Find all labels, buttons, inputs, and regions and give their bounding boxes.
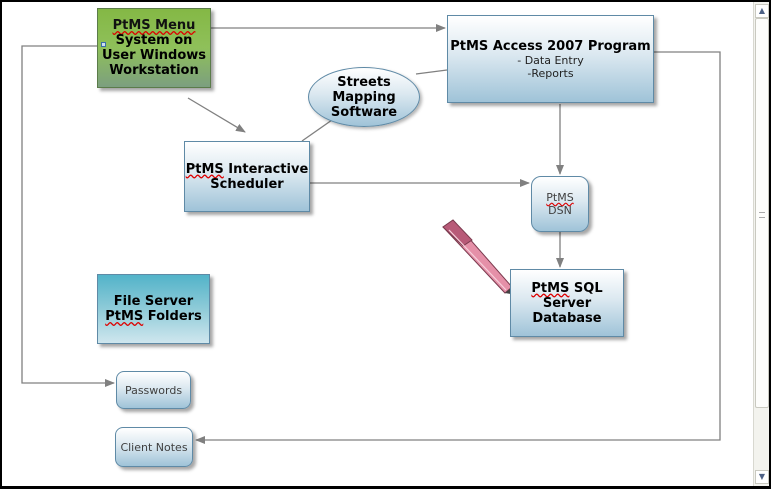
streets-mapping-ellipse[interactable]: Streets Mapping Software: [308, 67, 420, 127]
file-server-box[interactable]: File Server PtMS Folders: [97, 274, 210, 344]
menu-system-line-3: User Windows: [101, 48, 207, 63]
connector-access-clientnotes: [195, 51, 721, 444]
menu-system-line-2: System on: [115, 33, 193, 48]
scheduler-line-2: Scheduler: [210, 176, 284, 192]
passwords-label: Passwords: [124, 383, 183, 397]
menu-system-line-1: PtMS Menu: [112, 18, 196, 33]
streets-line-2: Mapping: [332, 89, 396, 105]
access-program-sub-2: -Reports: [527, 66, 574, 80]
scroll-grip: [759, 212, 765, 218]
passwords-box[interactable]: Passwords: [116, 371, 191, 409]
dsn-line-1: PtMS: [546, 191, 574, 204]
access-program-box[interactable]: PtMS Access 2007 Program - Data Entry -R…: [447, 15, 654, 103]
scheduler-line-1: PtMS Interactive: [185, 161, 309, 177]
file-server-line-2: PtMS Folders: [105, 309, 202, 324]
sql-line-2: Server: [542, 295, 592, 311]
connector-menu-scheduler: [187, 97, 246, 133]
vertical-scrollbar[interactable]: ▲ ▼: [753, 2, 769, 486]
client-notes-label: Client Notes: [120, 440, 188, 454]
access-program-sub-1: - Data Entry: [517, 53, 584, 67]
sql-line-1: PtMS SQL: [531, 280, 603, 296]
access-program-title: PtMS Access 2007 Program: [450, 38, 651, 54]
diagram-canvas: PtMS Menu System on User Windows Worksta…: [2, 2, 753, 486]
connector-access-streets: [415, 69, 448, 75]
dsn-line-2: DSN: [548, 204, 572, 217]
scroll-thumb[interactable]: [755, 18, 769, 408]
streets-line-1: Streets: [337, 74, 391, 90]
scroll-down-icon[interactable]: ▼: [755, 470, 769, 484]
connector-menu-passwords: [21, 45, 115, 387]
menu-system-box[interactable]: PtMS Menu System on User Windows Worksta…: [97, 8, 211, 88]
sql-server-database-box[interactable]: PtMS SQL Server Database: [510, 269, 624, 337]
file-server-line-1: File Server: [113, 294, 194, 309]
connector-streets-scheduler: [301, 119, 333, 142]
sql-line-3: Database: [532, 310, 602, 326]
client-notes-box[interactable]: Client Notes: [115, 427, 193, 467]
scroll-up-icon[interactable]: ▲: [755, 4, 769, 18]
interactive-scheduler-box[interactable]: PtMS Interactive Scheduler: [184, 141, 310, 212]
menu-system-line-4: Workstation: [109, 63, 199, 78]
pen-icon: [442, 219, 516, 295]
streets-line-3: Software: [330, 104, 398, 120]
dsn-box[interactable]: PtMS DSN: [531, 176, 589, 232]
connector-handle[interactable]: [101, 42, 106, 47]
connectors: [21, 24, 721, 444]
